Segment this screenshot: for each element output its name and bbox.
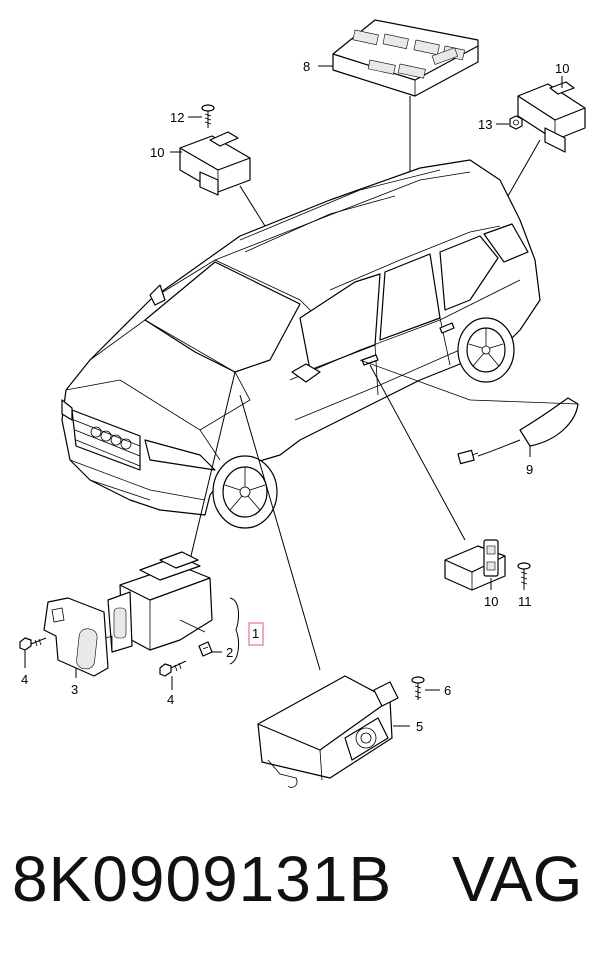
callout-12: 12	[170, 110, 184, 125]
footer: 8K0909131B VAG	[0, 842, 600, 942]
callout-13: 13	[478, 117, 492, 132]
highlight-box-part-1	[248, 622, 264, 646]
antenna-module-part-5	[257, 675, 399, 788]
sensor-bracket-part-10-lower	[444, 539, 506, 591]
callout-9: 9	[526, 462, 533, 477]
screw-part-4-right	[159, 660, 187, 677]
callout-10-right: 10	[555, 61, 569, 76]
callout-4-right: 4	[167, 692, 174, 707]
callout-5: 5	[416, 719, 423, 734]
door-handle-sensor-part-9	[457, 397, 579, 465]
callout-8: 8	[303, 59, 310, 74]
reader-module-assembly	[99, 551, 213, 653]
callout-6: 6	[444, 683, 451, 698]
clip-part-2	[198, 641, 213, 657]
callout-4-left: 4	[21, 672, 28, 687]
callout-3: 3	[71, 682, 78, 697]
nut-part-13	[509, 115, 523, 130]
vehicle-illustration	[61, 159, 541, 529]
trim-cover-part-3	[43, 597, 109, 677]
callout-1: 1	[252, 626, 259, 641]
brand-label: VAG	[452, 843, 583, 915]
part-number: 8K0909131B	[12, 843, 393, 915]
sensor-bracket-part-10-right	[517, 81, 586, 153]
callout-10-left: 10	[150, 145, 164, 160]
sensor-bracket-part-10-left	[179, 131, 251, 196]
screw-part-6	[411, 676, 425, 700]
screw-part-11	[517, 562, 531, 588]
callout-11: 11	[518, 594, 532, 609]
callout-10-lower: 10	[484, 594, 498, 609]
screw-part-12	[201, 104, 215, 128]
screw-part-4-left	[19, 637, 47, 651]
callout-2: 2	[226, 645, 233, 660]
control-unit-part-8	[332, 19, 479, 97]
